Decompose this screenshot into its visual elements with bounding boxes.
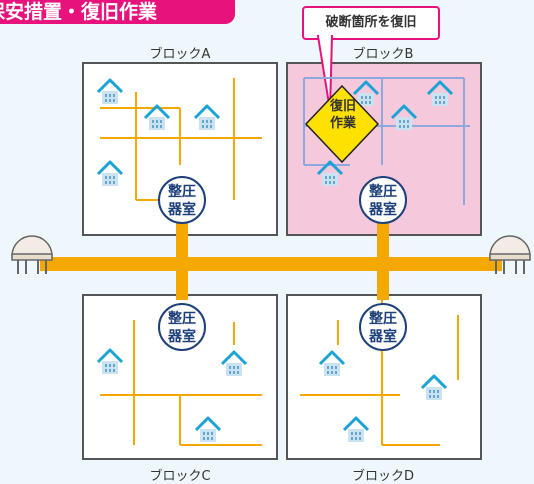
house-icon <box>318 350 346 378</box>
house-icon <box>193 104 221 132</box>
gas-holder-right <box>489 235 531 275</box>
house-icon <box>426 80 454 108</box>
house-icon <box>96 78 124 106</box>
block-c-pipes <box>100 320 262 446</box>
block-label-c: ブロックC <box>149 469 211 484</box>
house-icon <box>194 416 222 444</box>
regulator-chamber-a: 整圧器室 <box>158 176 206 224</box>
regulator-chamber-b: 整圧器室 <box>359 176 407 224</box>
house-icon <box>143 104 171 132</box>
callout-box: 破断箇所を復旧 <box>302 6 440 40</box>
house-icon <box>220 350 248 378</box>
title-banner: 保安措置・復旧作業 <box>0 0 235 24</box>
riser-b-d <box>377 200 389 300</box>
regulator-chamber-d: 整圧器室 <box>359 303 407 351</box>
gas-holder-left <box>11 235 53 275</box>
repair-marker <box>304 84 380 164</box>
house-icon <box>342 416 370 444</box>
house-icon <box>96 348 124 376</box>
title-text: 保安措置・復旧作業 <box>0 1 158 23</box>
riser-a-c <box>176 200 188 300</box>
block-label-b: ブロックB <box>352 47 414 62</box>
regulator-chamber-c: 整圧器室 <box>158 303 206 351</box>
repair-marker-label: 復旧 作業 <box>329 99 356 131</box>
house-icon <box>420 374 448 402</box>
house-icon <box>96 160 124 188</box>
block-label-a: ブロックA <box>149 47 211 62</box>
block-label-d: ブロックD <box>351 469 414 484</box>
main-pipe <box>40 257 502 271</box>
block-a-pipes <box>100 78 262 201</box>
